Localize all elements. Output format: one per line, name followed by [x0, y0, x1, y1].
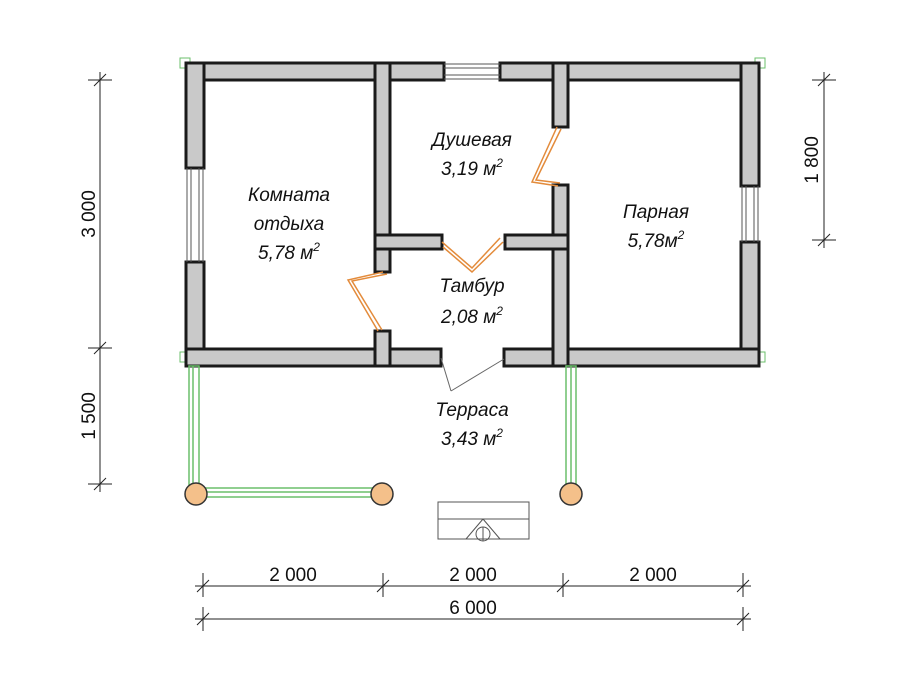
post-right	[559, 482, 583, 506]
room-name-komnata-2: отдыха	[254, 214, 325, 235]
right-window	[741, 186, 759, 242]
top-wall-right	[498, 61, 761, 82]
terrace-railings	[188, 365, 577, 498]
door-komnata	[346, 271, 388, 332]
right-wall-upper	[739, 61, 761, 188]
door-dushevaya	[530, 126, 562, 187]
bottom-wall-left	[184, 347, 443, 368]
post-left	[184, 482, 208, 506]
doors	[346, 126, 562, 392]
dim-bottom-total: 6 000	[449, 598, 497, 619]
wall-tambur-right	[503, 233, 570, 251]
dim-left-lower: 1 500	[79, 392, 100, 440]
dimension-lines	[88, 72, 836, 631]
top-window	[444, 63, 500, 80]
post-middle	[370, 482, 394, 506]
room-name-dushevaya: Душевая	[430, 130, 512, 151]
wall-komnata-lower	[373, 329, 392, 368]
wall-parnaya-lower	[551, 183, 570, 368]
dim-bottom-1: 2 000	[269, 565, 317, 586]
room-area-komnata: 5,78 м2	[258, 240, 320, 264]
door-entrance	[440, 357, 505, 392]
interior-walls	[373, 61, 570, 368]
right-wall-lower	[739, 240, 761, 368]
room-name-komnata-1: Комната	[248, 185, 330, 206]
windows	[186, 63, 759, 262]
wall-parnaya-upper	[551, 61, 570, 129]
exterior-walls	[184, 61, 761, 368]
room-area-parnaya: 5,78м2	[628, 228, 685, 252]
room-dushevaya: Душевая 3,19 м2	[430, 130, 512, 180]
room-area-dushevaya: 3,19 м2	[441, 156, 503, 180]
room-name-terrasa: Терраса	[435, 400, 508, 421]
dim-bottom-3: 2 000	[629, 565, 677, 586]
bottom-wall-right	[502, 347, 761, 368]
wall-tambur-left	[373, 233, 444, 251]
terrace-posts	[184, 482, 583, 506]
room-terrasa: Терраса 3,43 м2	[435, 400, 508, 450]
left-window	[186, 168, 204, 262]
dim-bottom-2: 2 000	[449, 565, 497, 586]
room-tambur: Тамбур 2,08 м2	[439, 276, 504, 328]
room-name-parnaya: Парная	[623, 202, 689, 223]
room-komnata: Комната отдыха 5,78 м2	[248, 185, 330, 264]
room-area-tambur: 2,08 м2	[440, 304, 503, 328]
entrance-steps	[437, 501, 530, 542]
dim-right: 1 800	[802, 136, 823, 184]
dim-left-upper: 3 000	[79, 190, 100, 238]
room-name-tambur: Тамбур	[439, 276, 504, 297]
room-parnaya: Парная 5,78м2	[623, 202, 689, 252]
left-wall-upper	[184, 61, 206, 170]
door-tambur-top	[441, 237, 504, 274]
room-area-terrasa: 3,43 м2	[441, 426, 503, 450]
top-wall-left	[184, 61, 446, 82]
